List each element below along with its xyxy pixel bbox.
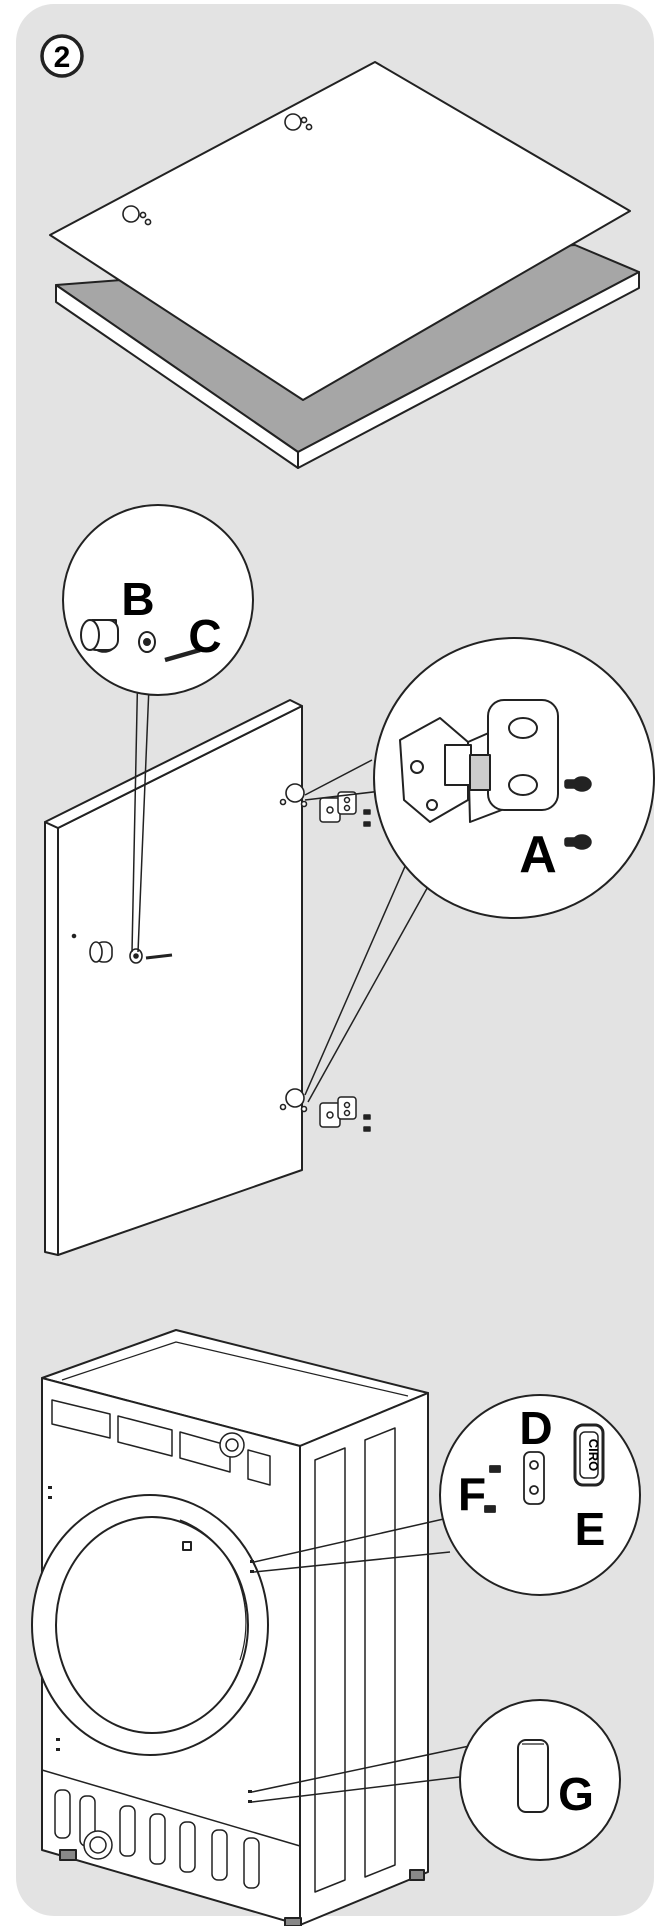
stopper-detail	[80, 619, 201, 663]
machine-side-ribs	[314, 1427, 396, 1893]
control-panel	[51, 1399, 271, 1486]
zoom-lines	[131, 659, 441, 1103]
hinge-small-upper	[319, 791, 371, 827]
hinge-screws	[564, 776, 592, 850]
label-c: C	[188, 610, 221, 662]
machine-feet	[59, 1849, 425, 1926]
machine-screw-dots	[48, 1486, 254, 1803]
washing-machine-assembly: CIRO	[31, 1329, 641, 1926]
label-b: B	[121, 573, 154, 625]
template-hole-marks	[122, 113, 313, 226]
door-panel-assembly	[44, 504, 655, 1256]
worktop-side-edge	[297, 271, 640, 469]
machine-door	[31, 1494, 269, 1756]
machine-side	[299, 1392, 429, 1926]
template-sheet	[49, 61, 631, 401]
machine-plinth	[41, 1769, 301, 1889]
spacer-detail	[517, 1739, 549, 1813]
catch-detail: CIRO	[484, 1423, 605, 1513]
stopper-on-panel	[71, 933, 173, 964]
door-panel-edge	[44, 821, 59, 1256]
zoom-circle-stopper	[62, 504, 254, 696]
label-g: G	[558, 1768, 594, 1820]
worktop-assembly	[49, 61, 640, 469]
label-f: F	[458, 1468, 486, 1520]
hinge-small-lower	[319, 1096, 371, 1132]
hinge-hole-upper	[279, 783, 308, 808]
hinge-detail	[399, 699, 559, 823]
label-e: E	[575, 1503, 606, 1555]
door-panel-top-edge	[44, 699, 303, 829]
step-number: 2	[54, 41, 71, 74]
hinge-hole-lower	[279, 1088, 308, 1113]
step-badge: 2	[40, 34, 84, 78]
label-d: D	[519, 1402, 552, 1454]
label-a: A	[519, 826, 557, 884]
machine-zoom-lines	[251, 1517, 477, 1803]
part-e-marking: CIRO	[586, 1439, 601, 1472]
